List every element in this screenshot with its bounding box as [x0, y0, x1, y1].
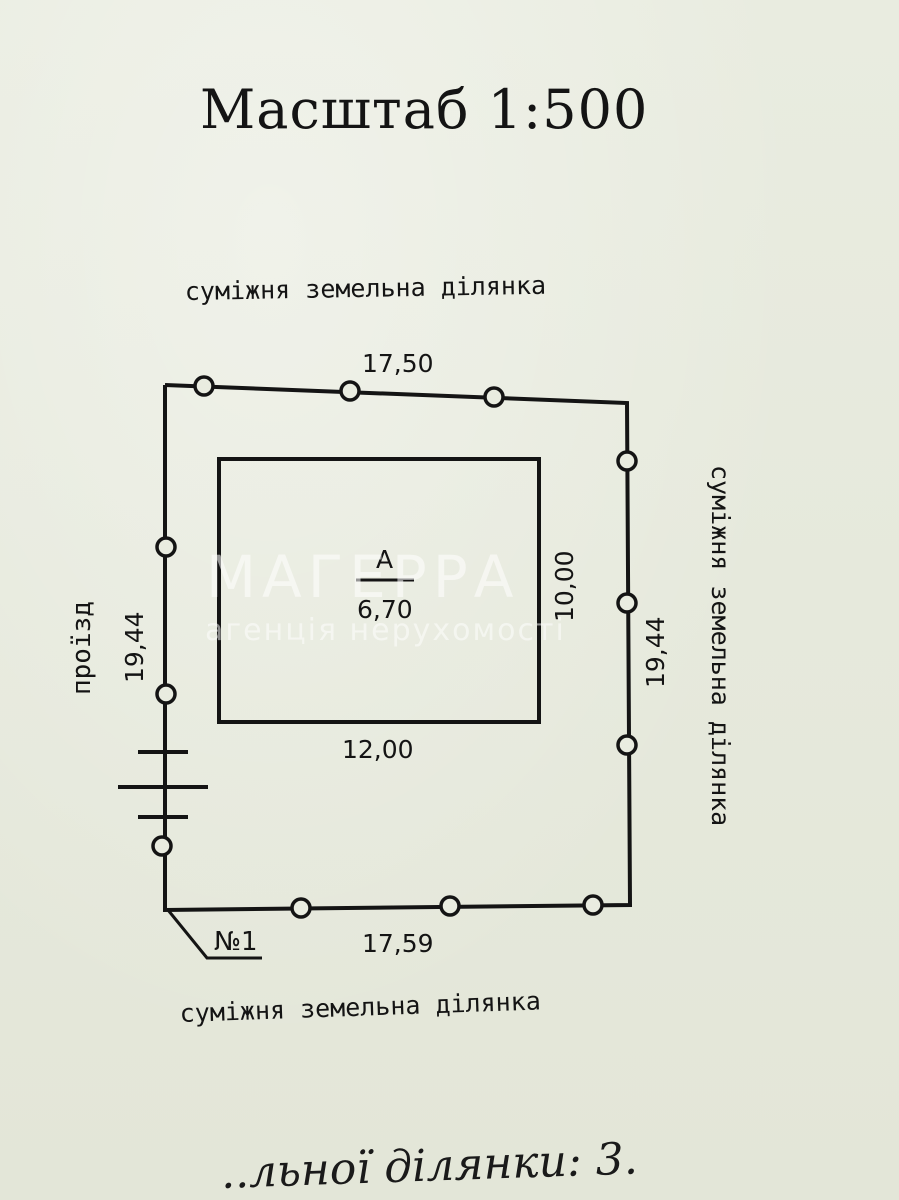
label-right-adjacent: суміжня земельна ділянка — [706, 465, 735, 826]
boundary-point — [616, 592, 638, 614]
boundary-point — [582, 894, 604, 916]
building-letter: А — [376, 545, 393, 574]
building-depth: 10,00 — [550, 550, 579, 622]
boundary-point — [290, 897, 312, 919]
boundary-point — [193, 375, 215, 397]
building-a-outline — [217, 457, 541, 724]
boundary-point — [151, 835, 173, 857]
watermark-subtitle: агенція нерухомості — [205, 613, 566, 648]
boundary-point — [339, 380, 361, 402]
label-top-adjacent: суміжня земельна ділянка — [185, 271, 547, 306]
boundary-point — [483, 386, 505, 408]
watermark-brand: МАГЕРРА — [206, 543, 519, 611]
boundary-point — [155, 536, 177, 558]
building-height: 6,70 — [357, 595, 413, 624]
boundary-point — [155, 683, 177, 705]
label-bottom-adjacent: суміжня земельна ділянка — [179, 986, 541, 1028]
dimension-right: 19,44 — [641, 616, 670, 688]
label-left-passage: проїзд — [67, 601, 97, 695]
plot-number: №1 — [214, 927, 258, 957]
boundary-point — [616, 450, 638, 472]
dimension-top: 17,50 — [362, 349, 434, 378]
boundary-point — [439, 895, 461, 917]
building-width: 12,00 — [342, 735, 414, 764]
plot-number-leader — [166, 909, 262, 960]
dimension-bottom: 17,59 — [362, 929, 434, 958]
boundary-points — [151, 375, 638, 919]
scale-title: Масштаб 1:500 — [200, 78, 649, 141]
parcel-boundary — [163, 383, 633, 913]
boundary-point — [616, 734, 638, 756]
dimension-left: 19,44 — [120, 611, 149, 683]
